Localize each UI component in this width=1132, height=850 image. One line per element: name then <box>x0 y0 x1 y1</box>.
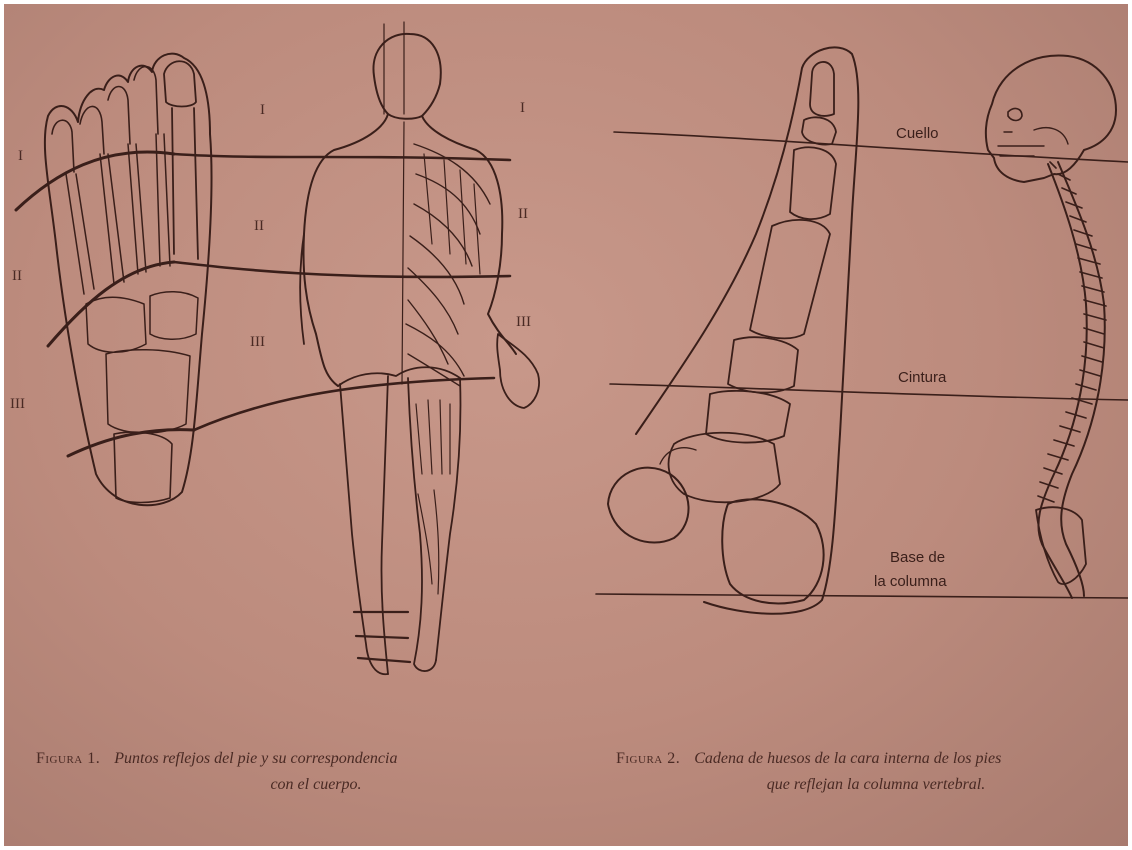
foot-bones-side-drawing <box>608 47 858 613</box>
zone-label-mid-i: I <box>260 102 265 118</box>
human-body-drawing <box>300 22 539 674</box>
zone-line-i <box>174 154 510 160</box>
zone-label-foot-iii: III <box>10 396 25 412</box>
label-base-de: Base de <box>890 549 945 566</box>
zone-label-mid-ii: II <box>254 218 264 234</box>
zone-label-body-ii: II <box>518 206 528 222</box>
base-line <box>596 594 1128 598</box>
foot-sole-drawing <box>16 54 212 506</box>
figure-2-caption-line2: que reflejan la columna vertebral. <box>616 772 1116 798</box>
figure-2-label: Figura 2. <box>616 750 680 767</box>
zone-line-iii <box>194 378 494 430</box>
label-la-columna: la columna <box>874 573 947 590</box>
figure-2-caption-line1: Cadena de huesos de la cara interna de l… <box>694 750 1001 767</box>
figure-2-caption: Figura 2. Cadena de huesos de la cara int… <box>616 746 1116 798</box>
figure-1-label: Figura 1. <box>36 750 100 767</box>
waist-line <box>610 384 1128 400</box>
zone-label-foot-i: I <box>18 148 23 164</box>
label-cuello: Cuello <box>896 125 939 142</box>
label-cintura: Cintura <box>898 369 947 386</box>
figure-1-caption-line2: con el cuerpo. <box>36 772 556 798</box>
zone-line-ii <box>174 262 510 277</box>
zone-label-body-i: I <box>520 100 525 116</box>
figure-1-caption: Figura 1. Puntos reflejos del pie y su co… <box>36 746 556 798</box>
illustrations: I II III I II III I II III <box>4 4 1128 846</box>
figure-1-caption-line1: Puntos reflejos del pie y su corresponde… <box>114 750 397 767</box>
zone-label-foot-ii: II <box>12 268 22 284</box>
skull-and-spine-drawing <box>986 55 1116 598</box>
zone-label-mid-iii: III <box>250 334 265 350</box>
neck-line <box>614 132 1128 162</box>
book-page: I II III I II III I II III <box>4 4 1128 846</box>
zone-label-body-iii: III <box>516 314 531 330</box>
